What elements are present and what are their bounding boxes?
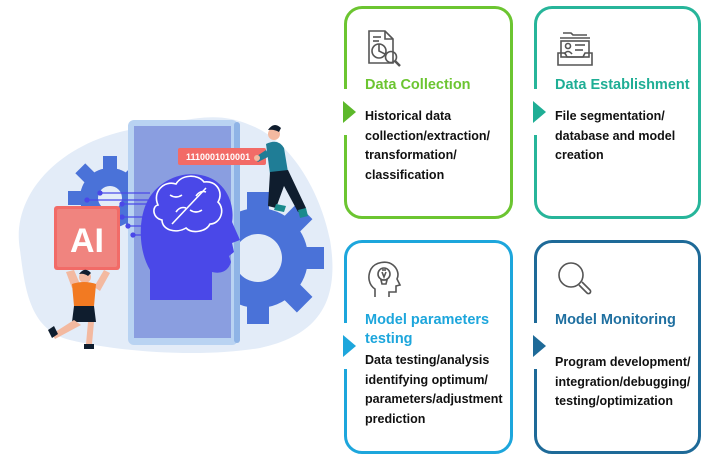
head-lightbulb-icon [368, 261, 402, 297]
binary-text: 1110001010001 [186, 152, 250, 162]
ai-illustration: AI 1110001010001 [18, 117, 333, 354]
brain-icon [153, 175, 223, 233]
binary-bar: 1110001010001 [178, 148, 266, 165]
ai-badge-text: AI [70, 222, 104, 260]
head-silhouette [140, 174, 240, 300]
card-data-collection: Data Collection Historical data collecti… [343, 6, 513, 219]
card-description: Data testing/analysis identifying optimu… [365, 353, 503, 426]
person-top-right [254, 124, 308, 218]
document-analysis-icon [368, 30, 401, 67]
card-title: Model Monitoring [555, 312, 676, 328]
card-description: Historical data collection/extraction/ t… [365, 109, 491, 182]
card-model-monitoring: Model Monitoring Program development/ in… [533, 240, 701, 454]
card-title: Data Collection [365, 77, 471, 93]
arrow-right-icon [533, 335, 546, 357]
arrow-right-icon [343, 335, 356, 357]
card-title: Model parameters testing [365, 312, 490, 347]
arrow-right-icon [343, 101, 356, 123]
magnifier-icon [558, 262, 592, 295]
arrow-right-icon [533, 101, 546, 123]
circuit-lines [84, 190, 150, 238]
file-drawer-icon [557, 32, 593, 66]
ai-badge: AI [54, 206, 120, 270]
card-model-parameters-testing: Model parameters testing Data testing/an… [343, 240, 513, 454]
card-title: Data Establishment [555, 77, 690, 93]
card-data-establishment: Data Establishment File segmentation/ da… [533, 6, 701, 219]
card-description: File segmentation/ database and model cr… [555, 109, 676, 162]
card-description: Program development/ integration/debuggi… [555, 355, 691, 408]
person-bottom-left [48, 269, 110, 349]
